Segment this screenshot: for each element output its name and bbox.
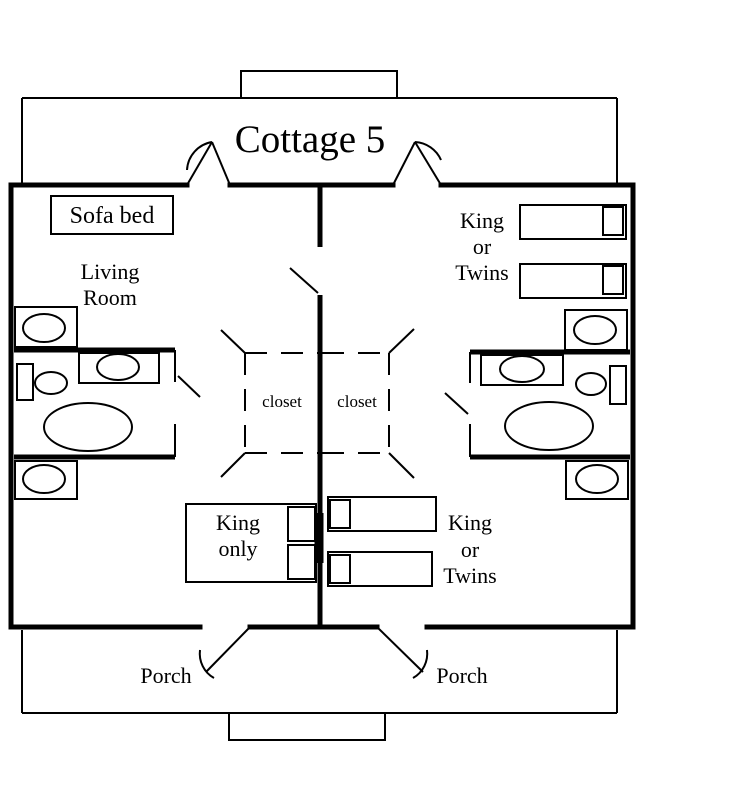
bedroom-south-right-label-1: King [448, 510, 492, 535]
bedroom-north-label-2: or [473, 234, 492, 259]
king-only-label-2: only [218, 536, 257, 561]
plan-title: Cottage 5 [235, 118, 386, 161]
closet-left-label: closet [262, 392, 302, 411]
bedroom-south-right-label-2: or [461, 537, 480, 562]
king-only-label-1: King [216, 510, 260, 535]
closet-right-label: closet [337, 392, 377, 411]
porch-right-label: Porch [436, 663, 487, 688]
bedroom-north-label-1: King [460, 208, 504, 233]
beds-south-east [327, 496, 437, 587]
sinks [14, 306, 629, 500]
living-room-label-1: Living [81, 259, 140, 284]
bathroom-west [16, 352, 160, 452]
closets [220, 328, 415, 479]
bed-king-only [185, 503, 317, 583]
sofa-bed [50, 195, 174, 235]
porch-left-label: Porch [140, 663, 191, 688]
door-swings [177, 141, 469, 679]
interior-walls [14, 187, 630, 625]
bedroom-south-right-label-3: Twins [443, 563, 496, 588]
living-room-label-2: Room [83, 285, 137, 310]
beds-north [519, 204, 627, 299]
exterior-walls [8, 182, 636, 630]
outer-deck [21, 97, 618, 714]
south-steps [228, 712, 386, 741]
bath-door-jambs [174, 350, 471, 457]
sofa-bed-label: Sofa bed [70, 203, 155, 229]
bathroom-east [480, 354, 627, 451]
bedroom-north-label-3: Twins [455, 260, 508, 285]
north-steps [240, 70, 398, 99]
